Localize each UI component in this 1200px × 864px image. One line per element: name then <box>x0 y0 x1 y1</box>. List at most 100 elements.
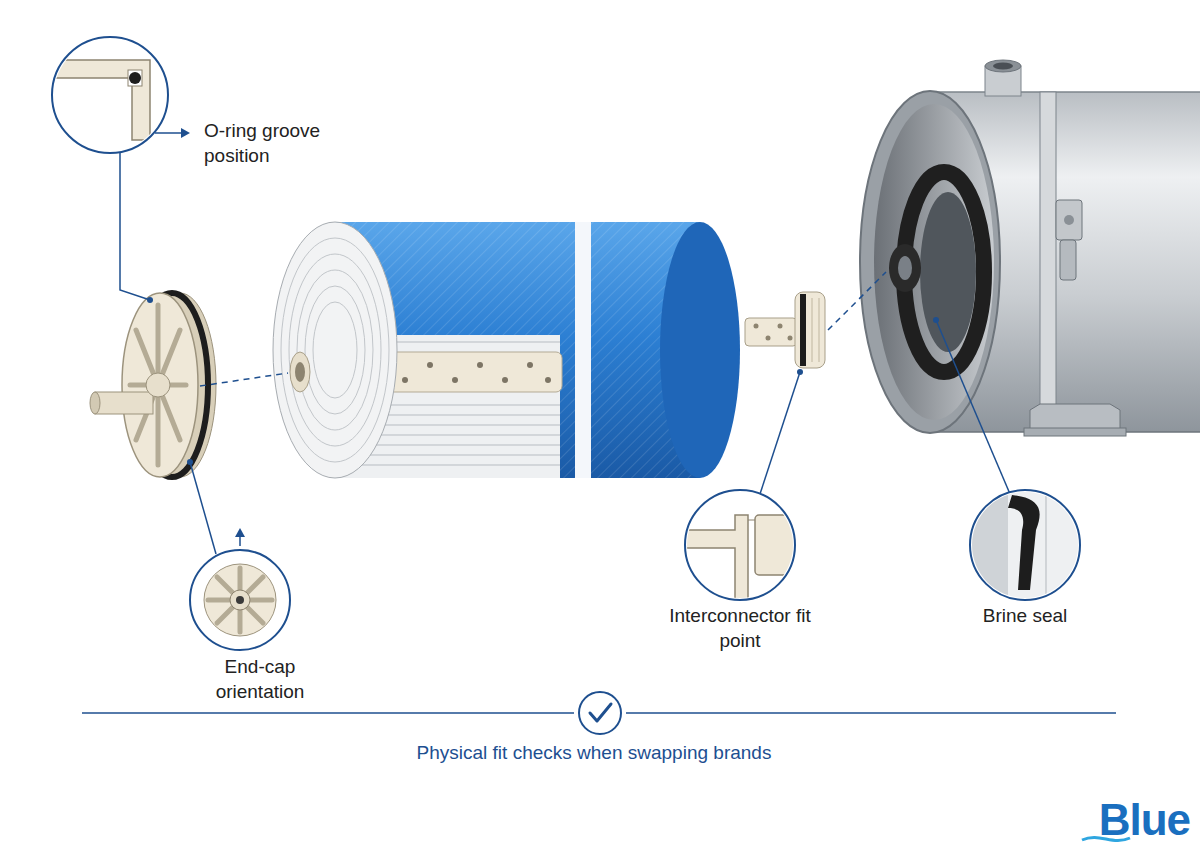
magnifier-inset <box>204 564 276 636</box>
magnifier-inset <box>55 60 150 140</box>
leader-dot <box>181 128 190 138</box>
pressure-vessel <box>860 60 1200 436</box>
interconnector <box>754 324 759 329</box>
pressure-vessel <box>1040 92 1056 432</box>
leader-dot <box>147 128 939 465</box>
membrane-element <box>545 377 551 383</box>
interconnector <box>812 298 813 362</box>
end-cap <box>122 293 198 477</box>
membrane-element <box>273 222 397 478</box>
alignment-line <box>200 272 886 386</box>
brand-logo: Blue <box>1060 798 1190 842</box>
pressure-vessel <box>930 91 1200 93</box>
leader-dot <box>933 317 939 323</box>
pressure-vessel <box>1024 428 1126 436</box>
membrane-element <box>297 270 373 430</box>
end-cap <box>90 293 216 477</box>
pressure-vessel <box>898 256 912 280</box>
membrane-element <box>273 222 740 478</box>
check-icon <box>579 692 621 734</box>
magnifier-inset <box>230 590 250 610</box>
alignment-line <box>200 373 288 386</box>
magnifier-inset <box>52 37 168 153</box>
magnifier-inset <box>239 536 241 546</box>
membrane-element <box>660 222 740 478</box>
interconnector <box>754 324 793 341</box>
interconnector <box>745 318 797 346</box>
leader-line <box>760 372 800 494</box>
interconnector <box>766 336 771 341</box>
magnifier-inset <box>970 490 1080 600</box>
leader-line <box>120 152 150 300</box>
magnifier-inset <box>190 528 290 650</box>
magnifier-inset <box>685 490 795 600</box>
magnifier-inset <box>685 515 795 600</box>
callout-label: O-ring groove position <box>204 119 354 168</box>
interconnector <box>819 298 820 362</box>
check-icon <box>590 704 611 721</box>
magnifier-inset <box>1008 490 1078 600</box>
leader-dot <box>187 459 193 465</box>
leader-dot <box>797 369 803 375</box>
magnifier-inset <box>128 70 142 86</box>
pressure-vessel <box>1064 215 1074 225</box>
magnifier-inset <box>755 515 795 575</box>
membrane-element <box>305 286 365 414</box>
pressure-vessel <box>889 244 921 292</box>
interconnector <box>788 336 793 341</box>
magnifier-inset <box>685 490 795 600</box>
membrane-element <box>477 362 483 368</box>
interconnector <box>800 294 806 366</box>
end-cap <box>95 392 153 414</box>
magnifier-inset <box>235 528 245 537</box>
magnifier-inset <box>190 550 290 650</box>
magnifier-inset <box>55 60 150 140</box>
pressure-vessel <box>860 91 1000 433</box>
interconnector <box>795 292 825 368</box>
membrane-element <box>295 362 305 382</box>
membrane-element <box>281 238 389 462</box>
membrane-element <box>527 362 533 368</box>
callout-label: End-cap orientation <box>185 655 335 704</box>
membrane-element <box>427 362 433 368</box>
divider-rule <box>626 712 1116 714</box>
interconnector <box>812 298 819 362</box>
callout-label: Brine seal <box>945 604 1105 629</box>
magnifier-inset <box>970 490 1008 600</box>
membrane-element <box>402 377 408 383</box>
membrane-element <box>281 238 389 462</box>
end-cap <box>146 373 170 397</box>
alignment-line <box>828 272 886 330</box>
end-cap <box>130 305 186 465</box>
leader-line <box>936 320 1010 494</box>
magnifier-inset <box>685 515 748 600</box>
membrane-element <box>313 302 357 398</box>
check-icon <box>579 692 621 734</box>
membrane-element <box>452 377 458 383</box>
membrane-element <box>335 465 560 466</box>
end-cap <box>90 392 100 414</box>
divider-rule <box>82 712 574 714</box>
pressure-vessel <box>993 63 1013 70</box>
pressure-vessel <box>920 192 976 352</box>
leader-dot <box>147 297 153 303</box>
magnifier-inset <box>1008 495 1040 590</box>
magnifier-inset <box>52 37 168 153</box>
pressure-vessel <box>1056 200 1082 240</box>
membrane-element <box>502 377 508 383</box>
membrane-element <box>289 254 381 446</box>
callout-label: Interconnector fit point <box>660 604 820 653</box>
interconnector <box>745 292 825 368</box>
magnifier-inset <box>970 490 1080 600</box>
magnifier-inset <box>970 490 1078 600</box>
leader-line <box>155 132 182 134</box>
magnifier-inset <box>208 568 272 632</box>
leader-line <box>190 462 216 554</box>
pressure-vessel <box>985 60 1021 72</box>
pressure-vessel <box>1060 240 1076 280</box>
interconnector <box>778 324 783 329</box>
pressure-vessel <box>874 104 994 420</box>
magnifier-inset <box>748 520 755 521</box>
